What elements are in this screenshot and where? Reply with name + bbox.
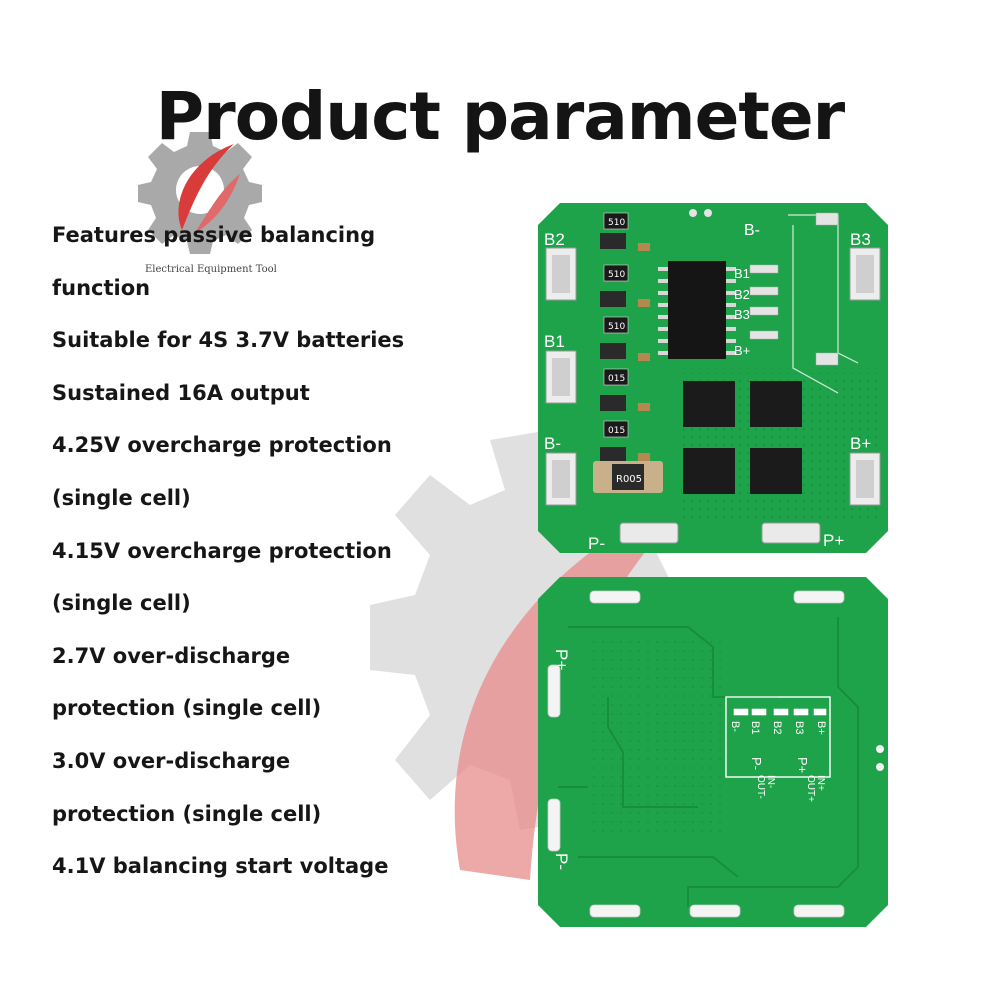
label-p-minus: P- [552, 853, 571, 870]
feature-line: 3.0V over-discharge [52, 748, 291, 773]
pad-p-minus [547, 798, 561, 852]
label-b-minus: B- [544, 434, 561, 453]
label-top-b-minus: B- [744, 222, 760, 239]
watermark-caption: Electrical Equipment Tool [145, 264, 277, 275]
silk-b2: B2 [771, 721, 783, 734]
label-p-plus: P+ [823, 531, 844, 550]
connector-b2 [545, 247, 577, 301]
label-b3: B3 [850, 230, 871, 249]
resistor-label: 510 [608, 270, 625, 280]
feature-line: Features passive balancing [52, 223, 376, 247]
feature-line: 4.15V overcharge protection [52, 538, 392, 563]
pad-top-right [793, 590, 845, 604]
gear-logo-icon [138, 132, 262, 254]
connector-b3 [849, 247, 881, 301]
pad-bottom-1 [589, 904, 641, 918]
connector-b-minus [545, 452, 577, 506]
feature-line: 2.7V over-discharge [52, 643, 291, 668]
feature-line: 4.1V balancing start voltage [52, 854, 389, 879]
pad-p-plus [761, 522, 821, 544]
silk-b1: B1 [749, 721, 761, 734]
label-b1: B1 [544, 332, 565, 351]
resistor-label: 510 [608, 218, 625, 228]
silk-b-minus: B- [729, 721, 741, 732]
pad-top-left [589, 590, 641, 604]
silk-in-plus: IN+ [815, 775, 826, 791]
connector-b1 [545, 350, 577, 404]
label-inner-b3: B3 [734, 307, 750, 322]
page-title: Product parameter [155, 78, 845, 155]
feature-line: Sustained 16A output [52, 380, 310, 405]
shunt-label: R005 [616, 474, 642, 485]
feature-line: (single cell) [52, 485, 191, 510]
feature-line: Suitable for 4S 3.7V batteries [52, 328, 405, 353]
resistor-label: 015 [608, 374, 625, 384]
silk-p-minus: P- [749, 757, 764, 770]
label-p-plus: P+ [552, 649, 571, 670]
silk-out-minus: OUT- [755, 775, 766, 799]
label-inner-b-plus: B+ [734, 343, 750, 358]
feature-line: protection (single cell) [52, 801, 322, 826]
feature-list: Features passive balancing function Suit… [52, 218, 404, 902]
connector-b-plus [849, 452, 881, 506]
shunt-resistor: R005 [593, 461, 663, 493]
pcb-top-view: 510 510 015 015 015 510 R005 [538, 203, 888, 553]
silk-b-plus: B+ [815, 721, 827, 735]
feature-line: (single cell) [52, 591, 191, 616]
feature-line: 4.25V overcharge protection [52, 433, 392, 458]
resistor-label: 015 [608, 426, 625, 436]
label-p-minus: P- [588, 534, 605, 553]
pad-p-minus [619, 522, 679, 544]
pcb-bottom-view: P+ P- B- B1 B2 B3 B+ P- IN- OUT- P+ IN+ … [538, 577, 888, 927]
ic-chip [658, 261, 736, 359]
label-b-plus: B+ [850, 434, 871, 453]
silk-p-plus: P+ [795, 757, 810, 773]
feature-line: function [52, 275, 151, 300]
label-inner-b2: B2 [734, 287, 750, 302]
silk-in-minus: IN- [765, 775, 776, 788]
silk-b3: B3 [793, 721, 805, 734]
label-b2: B2 [544, 230, 565, 249]
pad-p-plus [547, 664, 561, 718]
pad-bottom-2 [689, 904, 741, 918]
pad-bottom-3 [793, 904, 845, 918]
mosfet-group [683, 381, 802, 494]
feature-line: protection (single cell) [52, 696, 322, 721]
resistor-label: 510 [608, 322, 625, 332]
silk-out-plus: OUT+ [805, 775, 816, 802]
label-inner-b1: B1 [734, 266, 750, 281]
